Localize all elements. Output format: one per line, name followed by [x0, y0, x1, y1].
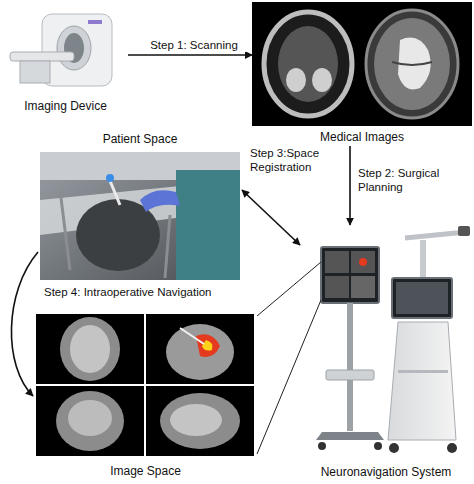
step-arrow [11, 252, 38, 396]
step-arrow [128, 54, 252, 56]
step-label: Step 2: Surgical Planning [356, 166, 470, 195]
figure-node: Image Space [33, 312, 258, 480]
step-arrow [349, 146, 351, 225]
figure-node: Medical Images [252, 2, 472, 146]
mri-scanner [10, 14, 112, 86]
medical-images [252, 2, 472, 126]
figure-caption: Neuronavigation System [300, 465, 472, 479]
figure-caption: Imaging Device [3, 99, 128, 113]
step-arrow [242, 190, 300, 245]
leader-line [257, 300, 321, 454]
leader-line [257, 262, 321, 316]
image-space-panels [36, 314, 254, 456]
figure-node: Neuronavigation System [300, 225, 472, 481]
step-label: Step 4: Intraoperative Navigation [42, 285, 251, 299]
step-label: Step 1: Scanning [140, 38, 248, 52]
step-label: Step 3:Space Registration [248, 146, 336, 175]
figure-caption: Patient Space [38, 132, 242, 146]
patient-photo [40, 152, 240, 280]
figure-node: Patient Space [38, 132, 242, 282]
figure-caption: Image Space [33, 464, 258, 478]
figure-caption: Medical Images [252, 130, 472, 144]
figure-node: Imaging Device [3, 3, 128, 115]
navigation-carts [316, 226, 470, 453]
